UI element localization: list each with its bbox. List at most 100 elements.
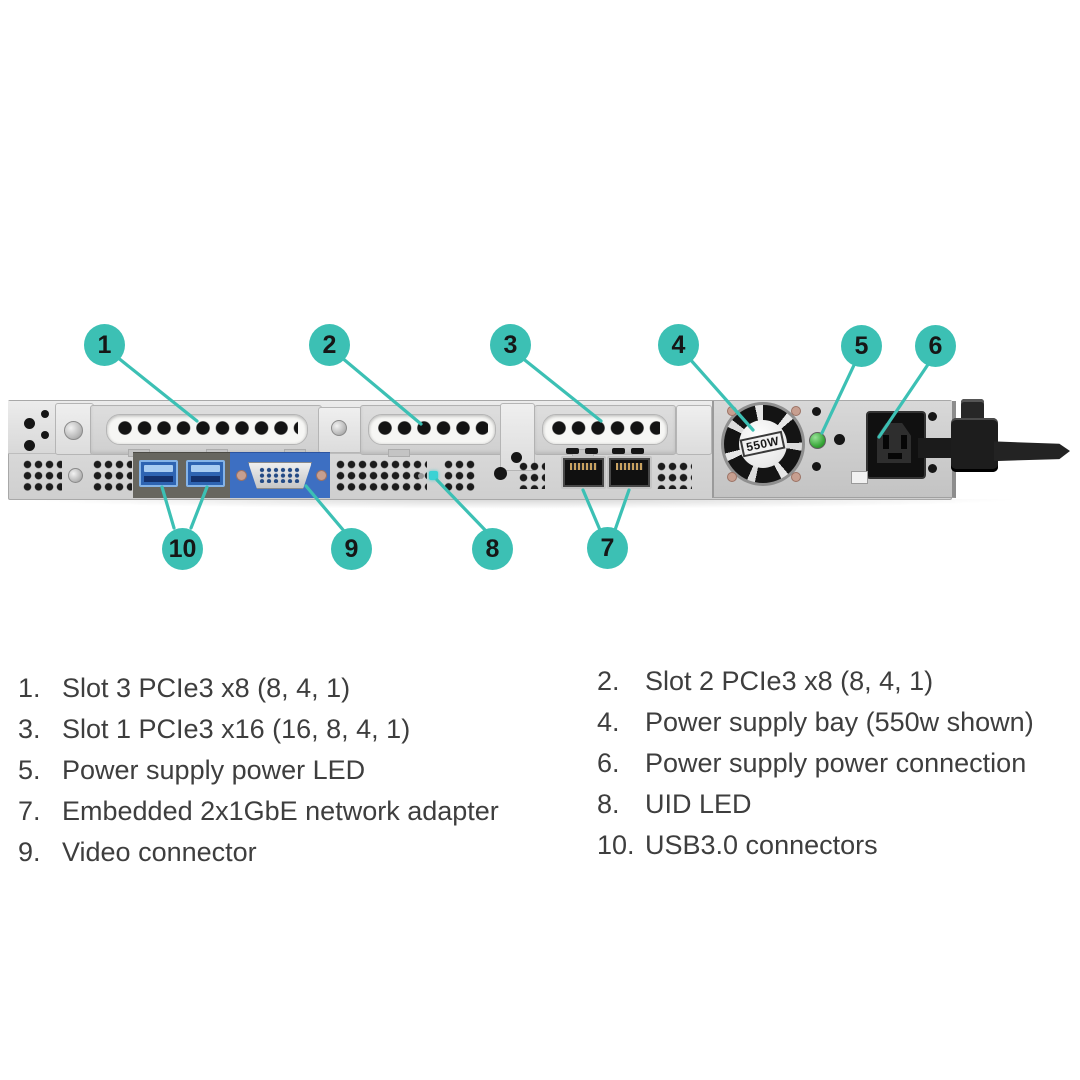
vent-hole: [812, 462, 821, 471]
torx-screw: [331, 420, 347, 436]
fan-screw: [727, 472, 737, 482]
callout-1: 1: [84, 324, 125, 366]
nic-tab: [566, 448, 579, 454]
nic-contacts: [616, 463, 643, 470]
vga-screw: [236, 470, 247, 481]
legend-item-text: Slot 2 PCIe3 x8 (8, 4, 1): [645, 666, 934, 696]
legend-item-text: Video connector: [62, 837, 257, 867]
c14-pin: [901, 435, 907, 449]
legend-item-number: 7.: [18, 796, 41, 826]
vent-grid: [92, 459, 132, 492]
vent-grid: [22, 459, 62, 492]
vga-pins: [259, 467, 301, 483]
legend-item-9: 9. Video connector: [18, 832, 548, 873]
legend-item-6: 6. Power supply power connection: [597, 743, 1067, 784]
legend-item-7: 7. Embedded 2x1GbE network adapter: [18, 791, 548, 832]
callout-10: 10: [162, 528, 203, 570]
vent-grid: [518, 461, 545, 489]
legend-item-number: 5.: [18, 755, 41, 785]
vent-grid: [656, 461, 692, 489]
vent-hole: [928, 412, 937, 421]
legend-item-3: 3. Slot 1 PCIe3 x16 (16, 8, 4, 1): [18, 709, 548, 750]
fan-screw: [727, 406, 737, 416]
status-dot: [418, 473, 424, 479]
legend-item-number: 4.: [597, 707, 620, 737]
legend-item-text: Slot 1 PCIe3 x16 (16, 8, 4, 1): [62, 714, 411, 744]
legend-item-text: Power supply bay (550w shown): [645, 707, 1034, 737]
usb3-port-1: [139, 460, 178, 487]
pcie-slot1-vents: [550, 420, 660, 436]
nic-tab: [631, 448, 644, 454]
legend-right-column: 2. Slot 2 PCIe3 x8 (8, 4, 1) 4. Power su…: [597, 661, 1067, 866]
vent-grid: [335, 459, 427, 492]
legend-item-4: 4. Power supply bay (550w shown): [597, 702, 1067, 743]
callout-3: 3: [490, 324, 531, 366]
nic-tab: [612, 448, 625, 454]
right-latch-plate: [676, 405, 712, 455]
bracket-tab: [388, 449, 410, 457]
chassis-shadow: [16, 499, 1024, 509]
callout-4: 4: [658, 324, 699, 366]
power-inlet-c14: [866, 411, 926, 479]
latch-hole: [511, 452, 522, 463]
legend-item-number: 8.: [597, 789, 620, 819]
legend-item-number: 9.: [18, 837, 41, 867]
legend-left-column: 1. Slot 3 PCIe3 x8 (8, 4, 1) 3. Slot 1 P…: [18, 668, 548, 873]
legend-item-number: 10.: [597, 830, 635, 860]
legend-item-text: USB3.0 connectors: [645, 830, 878, 860]
uid-led: [429, 471, 438, 480]
usb-key: [144, 465, 173, 472]
nic-port-2: [607, 456, 652, 489]
psu-wattage-label: 550W: [739, 430, 787, 458]
nic-port-1: [561, 456, 606, 489]
thumbscrew: [64, 421, 83, 440]
screw: [68, 468, 83, 483]
screw-hole: [494, 467, 507, 480]
legend-item-2: 2. Slot 2 PCIe3 x8 (8, 4, 1): [597, 661, 1067, 702]
fan-screw: [791, 472, 801, 482]
callout-8: 8: [472, 528, 513, 570]
vga-screw: [316, 470, 327, 481]
usb-cavity: [144, 476, 173, 482]
fan-screw: [791, 406, 801, 416]
vent-hole: [24, 418, 35, 429]
legend-item-number: 2.: [597, 666, 620, 696]
pcie-slot3-vents: [116, 420, 298, 436]
legend-item-text: Embedded 2x1GbE network adapter: [62, 796, 499, 826]
legend-item-text: UID LED: [645, 789, 752, 819]
callout-2: 2: [309, 324, 350, 366]
legend-item-number: 1.: [18, 673, 41, 703]
legend-item-number: 3.: [18, 714, 41, 744]
legend-item-number: 6.: [597, 748, 620, 778]
vent-grid: [443, 459, 477, 492]
nic-tab: [585, 448, 598, 454]
c14-pin: [888, 453, 902, 459]
vent-hole: [928, 464, 937, 473]
callout-7: 7: [587, 527, 628, 569]
vent-hole: [812, 407, 821, 416]
legend-item-5: 5. Power supply power LED: [18, 750, 548, 791]
vent-hole: [41, 431, 49, 439]
callout-9: 9: [331, 528, 372, 570]
usb-key: [191, 465, 220, 472]
c14-pin: [883, 435, 889, 449]
psu-power-led: [809, 432, 826, 449]
legend-item-text: Power supply power LED: [62, 755, 366, 785]
cable-strap-tail: [994, 441, 1070, 462]
pcie-slot2-vents: [376, 420, 488, 436]
cable-strap-clip: [951, 418, 998, 472]
psu-fan-hub: 550W: [739, 420, 787, 468]
legend-item-text: Power supply power connection: [645, 748, 1027, 778]
callout-6: 6: [915, 325, 956, 367]
callout-5: 5: [841, 325, 882, 367]
legend-item-1: 1. Slot 3 PCIe3 x8 (8, 4, 1): [18, 668, 548, 709]
cable-strap-knob: [961, 399, 984, 424]
psu-label: [851, 471, 868, 484]
vent-hole: [24, 440, 35, 451]
legend-item-10: 10. USB3.0 connectors: [597, 825, 1067, 866]
nic-contacts: [570, 463, 597, 470]
vent-hole: [834, 434, 845, 445]
legend-item-text: Slot 3 PCIe3 x8 (8, 4, 1): [62, 673, 351, 703]
